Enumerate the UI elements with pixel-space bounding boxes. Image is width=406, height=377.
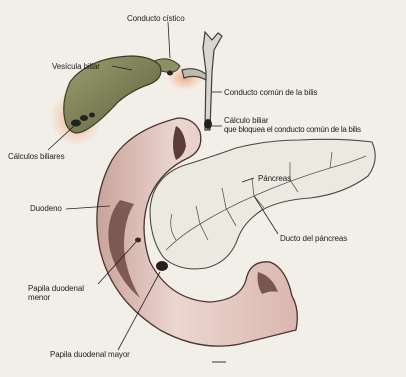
major-papilla	[156, 261, 168, 271]
label-common-bile-duct: Conducto común de la bilis	[224, 88, 317, 97]
label-pancreatic-duct: Ducto del páncreas	[280, 234, 347, 243]
label-gallstones: Cálculos biliares	[8, 152, 65, 161]
label-pancreas: Páncreas	[258, 174, 291, 183]
label-major-papilla: Papila duodenal mayor	[50, 350, 130, 359]
label-blocking-stone-line2: que bloquea el conducto común de la bili…	[224, 125, 361, 134]
label-gallbladder: Vesícula biliar	[52, 62, 100, 71]
label-minor-papilla-line2: menor	[28, 293, 50, 302]
label-cystic-duct: Conducto cístico	[127, 14, 185, 23]
label-blocking-stone-line1: Cálculo biliar	[224, 116, 268, 125]
label-duodenum: Duodeno	[30, 204, 62, 213]
blocking-stone	[204, 119, 212, 129]
label-minor-papilla-line1: Papila duodenal	[28, 284, 84, 293]
minor-papilla	[135, 238, 141, 243]
